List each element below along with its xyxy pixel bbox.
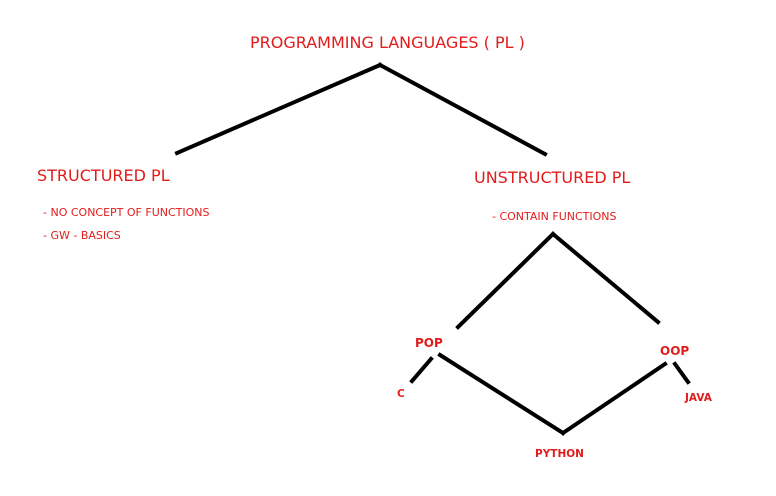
connector-oop-to-python <box>560 361 668 436</box>
connector-root-to-unstructured <box>377 62 548 157</box>
oop-node-label: OOP <box>660 344 690 358</box>
connector-oop-to-java <box>672 361 691 385</box>
pop-node-label: POP <box>415 336 443 350</box>
root-node-label: PROGRAMMING LANGUAGES ( PL ) <box>250 33 525 52</box>
unstructured-note-1: - CONTAIN FUNCTIONS <box>492 210 617 223</box>
connector-pop-to-c <box>409 356 434 384</box>
connector-unstructured-to-oop <box>550 231 661 325</box>
connector-unstructured-to-pop <box>455 231 556 330</box>
structured-note-2: - GW - BASICS <box>43 229 121 242</box>
java-node-label: JAVA <box>685 392 712 404</box>
connector-root-to-structured <box>174 62 383 156</box>
structured-note-1: - NO CONCEPT OF FUNCTIONS <box>43 206 210 219</box>
c-node-label: C <box>397 388 405 400</box>
structured-node-label: STRUCTURED PL <box>37 166 170 185</box>
connector-pop-to-python <box>437 352 566 436</box>
unstructured-node-label: UNSTRUCTURED PL <box>474 168 631 187</box>
python-node-label: PYTHON <box>535 448 584 460</box>
